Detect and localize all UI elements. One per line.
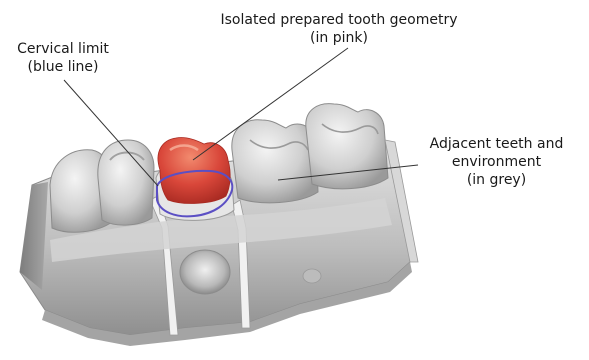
label-adjacent-teeth-line1: Adjacent teeth and: [404, 135, 589, 153]
adjacent-tooth-molar-1: [232, 120, 318, 203]
model-bump: [303, 269, 321, 283]
label-cervical-limit-line1: Cervical limit: [0, 40, 126, 58]
label-cervical-limit-line2: (blue line): [0, 58, 126, 76]
label-prepared-tooth: Isolated prepared tooth geometry (in pin…: [184, 11, 494, 47]
label-cervical-limit: Cervical limit (blue line): [0, 40, 126, 76]
label-adjacent-teeth-line3: (in grey): [404, 171, 589, 189]
label-adjacent-teeth-line2: environment: [404, 153, 589, 171]
label-prepared-tooth-line1: Isolated prepared tooth geometry: [184, 11, 494, 29]
label-adjacent-teeth: Adjacent teeth and environment (in grey): [404, 135, 589, 189]
model-socket: [180, 250, 230, 294]
label-prepared-tooth-line2: (in pink): [184, 29, 494, 47]
